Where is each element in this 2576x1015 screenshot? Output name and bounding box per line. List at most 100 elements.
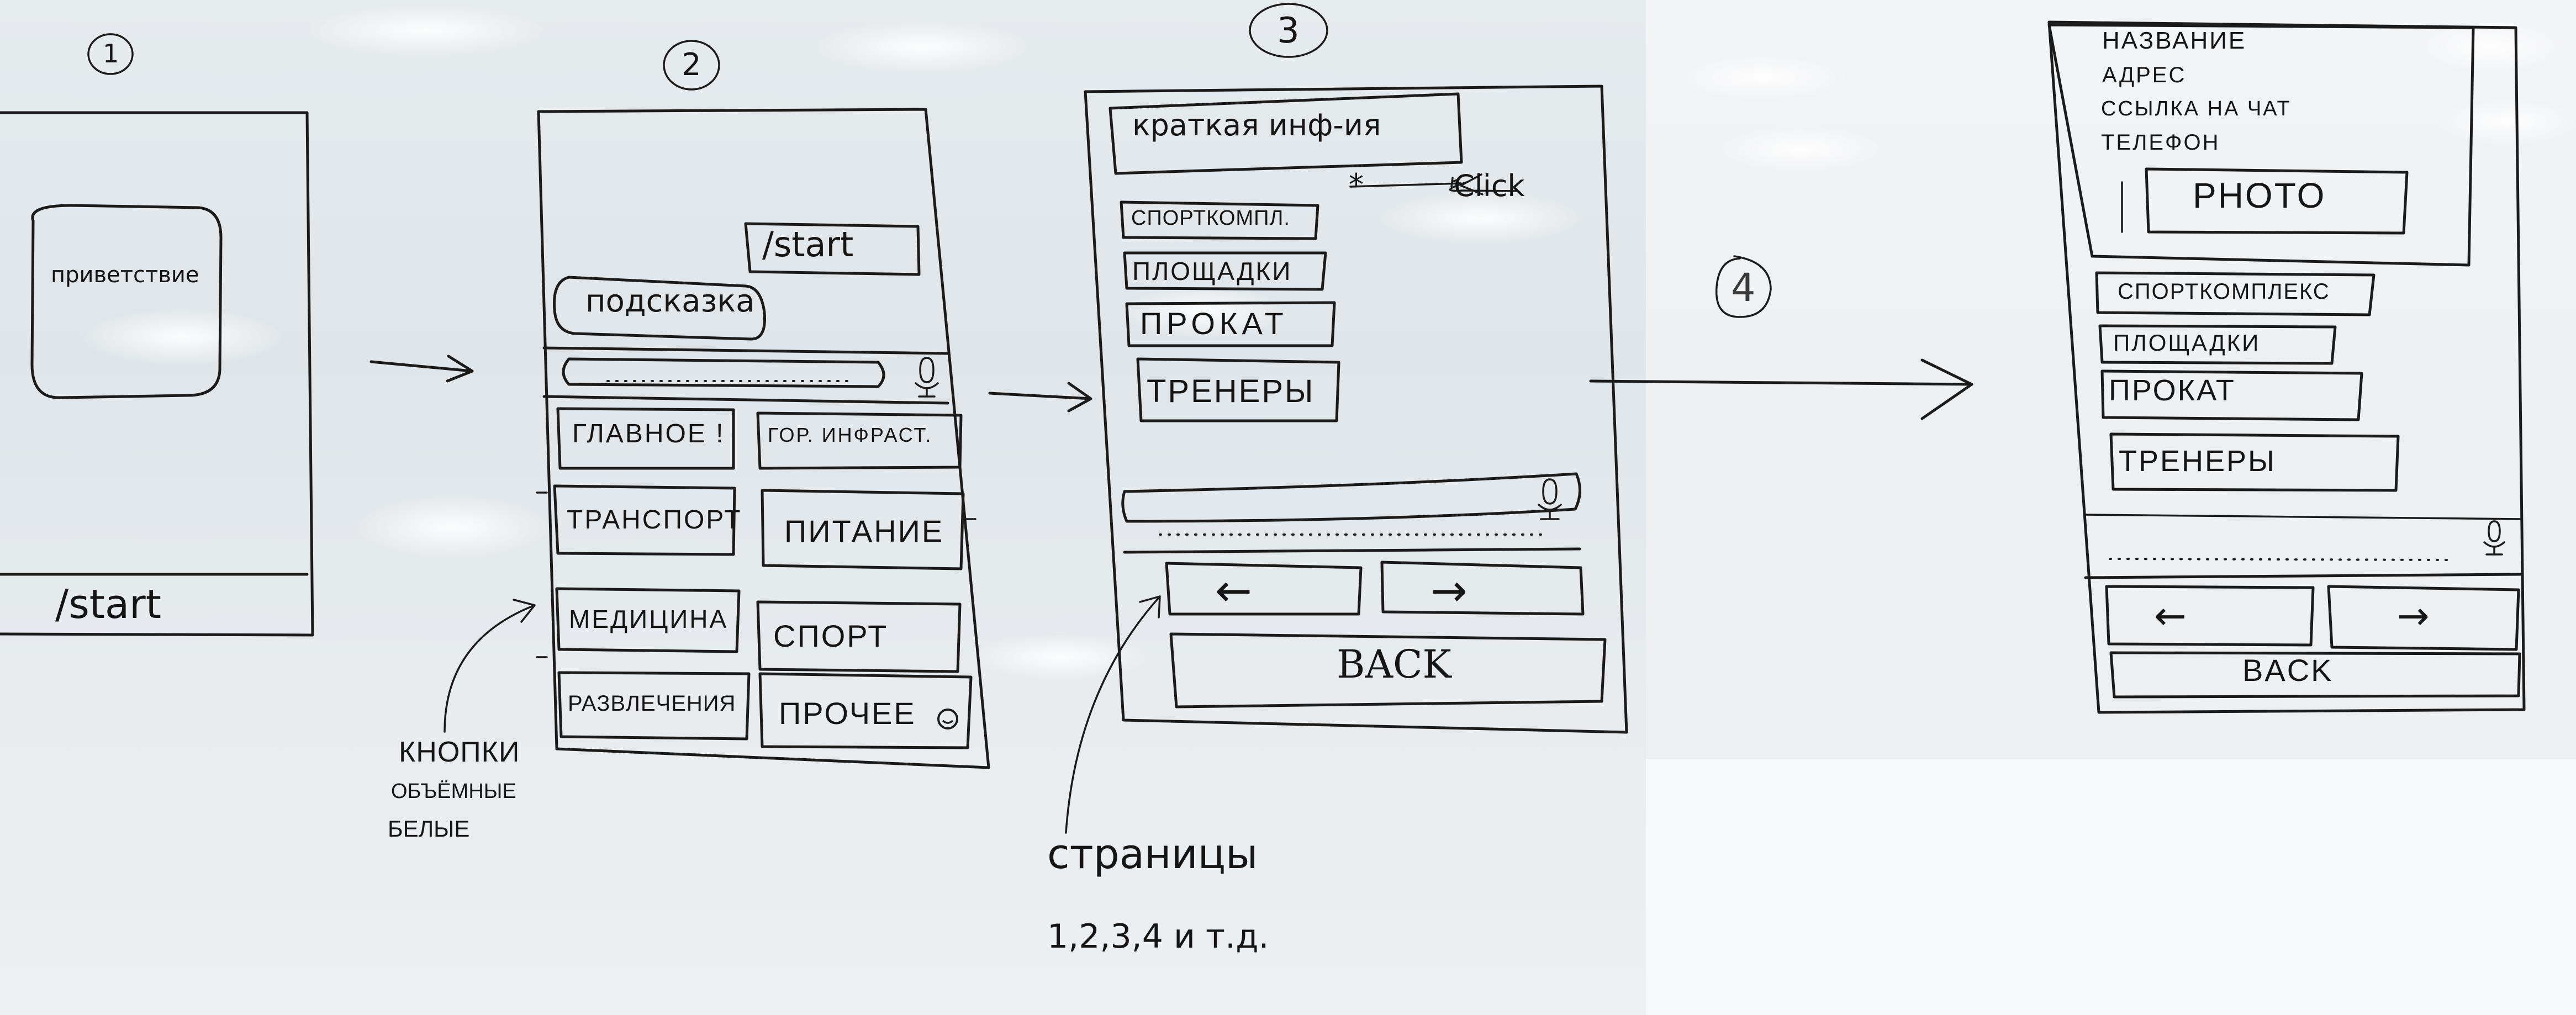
screen3-click-note: Click: [1454, 168, 1525, 203]
screen2-btn-box: [557, 671, 751, 741]
screen4-item-label: ТРЕНЕРЫ: [2119, 445, 2276, 478]
screen2-side-tick: [536, 491, 976, 658]
screen4-item-box: [2100, 369, 2363, 421]
screen4-frame: [2047, 20, 2526, 714]
screen4-info-line: ССЫЛКА НА ЧАТ: [2101, 97, 2292, 120]
screen2-button-label: РАЗВЛЕЧЕНИЯ: [568, 691, 736, 716]
screen4-input-dots: [2109, 558, 2453, 561]
screen4-prev-arrow: ←: [2154, 593, 2187, 638]
screen2-btn-box: [555, 587, 741, 653]
screen3-pages-list: 1,2,3,4 и т.д.: [1047, 917, 1269, 956]
annotation-arrow-pages: [1065, 595, 1161, 834]
screen2-hint: подсказка: [585, 283, 755, 319]
screen3-back-box: [1169, 632, 1607, 709]
whiteboard-left: [0, 0, 1646, 1015]
screen4-back: BACK: [2242, 653, 2334, 688]
screen4-photo-label: PHOTO: [2193, 176, 2326, 215]
screen2-btn-box: [756, 600, 962, 673]
screen2-start-command: /start: [762, 224, 854, 265]
whiteboard-right: [1646, 0, 2576, 759]
screen2-button-label: ПИТАНИЕ: [784, 514, 944, 548]
screen4-info-line: АДРЕС: [2102, 63, 2187, 87]
screen3-item-box: [1120, 200, 1319, 240]
screen3-summary-box: [1108, 92, 1463, 175]
screen4-item-box: [2109, 432, 2400, 492]
screen1-greeting: приветствие: [51, 262, 199, 288]
screen3-prev-box: [1165, 562, 1363, 616]
screen3-item-label: СПОРТКОМПЛ.: [1131, 207, 1290, 230]
screen2-button-label: ГЛАВНОЕ !: [572, 419, 725, 448]
smiley-icon: [937, 709, 958, 729]
screen4-info-line: НАЗВАНИЕ: [2102, 27, 2247, 54]
screen4-photo-box: [2145, 167, 2409, 235]
screen4-item-box: [2098, 324, 2337, 365]
annotation-buttons-line: КНОПКИ: [399, 736, 520, 768]
screen3-item-box: [1123, 251, 1327, 291]
screen4-item-label: ПРОКАТ: [2109, 374, 2236, 407]
screen3-item-box: [1125, 301, 1336, 347]
annotation-buttons-line: ОБЪЁМНЫЕ: [391, 780, 516, 803]
screen2-btn-box: [761, 489, 965, 570]
screen2-mic-icon: [915, 357, 939, 398]
screen3-star: *: [1349, 167, 1364, 202]
screen4-item-label: СПОРТКОМПЛЕКС: [2118, 279, 2330, 304]
screen3-input-bottom: [1123, 547, 1581, 554]
screen3-mic-icon: [1538, 478, 1562, 520]
screen3-item-box: [1136, 357, 1340, 422]
step-number-4: 4: [1731, 265, 1756, 310]
screen3-prev-arrow: ←: [1215, 565, 1253, 616]
step-number-2: 2: [682, 47, 701, 83]
screen3-back: BACK: [1337, 642, 1451, 687]
step-circle-3: [1249, 3, 1328, 58]
arrow-3-to-4: [1589, 358, 1973, 420]
screen4-info-line: ТЕЛЕФОН: [2101, 130, 2220, 155]
screen3-next-arrow: →: [1430, 565, 1468, 616]
screen1-frame: [0, 111, 314, 637]
screen2-button-label: ПРОЧЕЕ: [779, 696, 916, 731]
screen4-mic-icon: [2483, 520, 2505, 556]
screen2-btn-box: [756, 411, 963, 470]
step-number-1: 1: [103, 39, 119, 68]
screen2-btn-box: [758, 672, 973, 749]
screen2-button-label: СПОРТ: [773, 618, 889, 653]
arrow-1-to-2: [369, 355, 474, 383]
step-circle-4: [1715, 255, 1772, 318]
screen4-prev-box: [2105, 585, 2315, 647]
screen2-button-label: ГОР. ИНФРАСТ.: [768, 424, 933, 446]
screen4-input-top: [2084, 514, 2522, 520]
screen2-input-bottom: [542, 395, 949, 405]
screen3-pages-note: страницы: [1047, 831, 1258, 878]
arrow-2-to-3: [988, 382, 1092, 413]
screen4-item-label: ПЛОЩАДКИ: [2113, 330, 2261, 356]
screen2-button-label: ТРАНСПОРТ: [567, 505, 742, 535]
screen3-item-label: ПЛОЩАДКИ: [1132, 257, 1292, 286]
step-circle-1: [87, 33, 134, 75]
screen1-start-command: /start: [55, 581, 161, 627]
screen4-next-box: [2327, 585, 2520, 651]
step-number-3: 3: [1277, 10, 1300, 51]
screen4-back-box: [2109, 651, 2521, 699]
annotation-buttons-line: БЕЛЫЕ: [388, 816, 470, 842]
screen2-start-box: [744, 222, 921, 276]
screen1-greeting-box: [30, 204, 223, 399]
screen4-input-bottom: [2084, 573, 2522, 579]
screen2-input-box: [562, 357, 885, 388]
step-circle-2: [663, 40, 720, 91]
screen3-next-box: [1380, 561, 1585, 616]
screen2-hint-box: [553, 276, 766, 341]
screen2-frame: [537, 108, 990, 769]
annotation-arrow-buttons: [444, 599, 536, 733]
blank-area: [1646, 759, 2576, 1015]
screen3-item-label: ТРЕНЕРЫ: [1147, 373, 1315, 409]
screen3-frame: [1084, 84, 1628, 734]
screen2-btn-box: [556, 407, 735, 470]
screen4-next-arrow: →: [2397, 593, 2430, 638]
screen4-item-box: [2095, 271, 2376, 316]
screen3-summary: краткая инф-ия: [1132, 108, 1381, 142]
screen2-button-label: МЕДИЦИНА: [569, 605, 729, 633]
screen3-item-label: ПРОКАТ: [1140, 306, 1288, 341]
screen4-info-box: [2047, 23, 2475, 267]
screen2-input-top: [542, 346, 949, 355]
screen3-click-arrow: [1349, 173, 1519, 195]
screen3-input-top: [1121, 472, 1582, 523]
